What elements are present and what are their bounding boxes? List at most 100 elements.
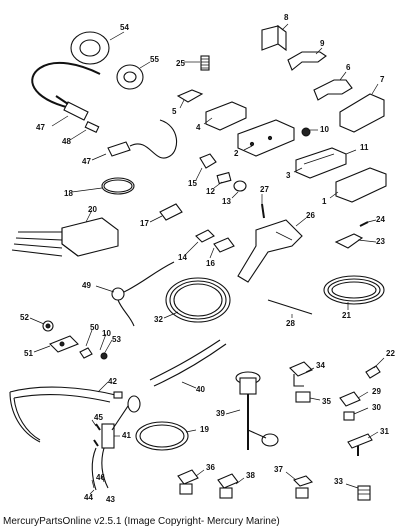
part-5-clip[interactable] xyxy=(176,89,204,103)
callout-47a: 47 xyxy=(36,123,45,132)
part-43-wire[interactable] xyxy=(91,447,97,491)
callout-45: 45 xyxy=(94,413,103,422)
callout-29: 29 xyxy=(372,387,381,396)
part-42-harness[interactable] xyxy=(9,386,123,443)
part-30-fitting[interactable] xyxy=(343,411,355,421)
callout-22: 22 xyxy=(386,349,395,358)
part-16-connector[interactable] xyxy=(213,237,235,253)
part-22-clip[interactable] xyxy=(365,365,381,379)
part-24-screw[interactable] xyxy=(359,221,369,227)
callout-32: 32 xyxy=(154,315,163,324)
part-53-nut[interactable] xyxy=(100,352,108,360)
part-12-plug[interactable] xyxy=(216,171,232,185)
callout-8: 8 xyxy=(284,13,289,22)
callout-6: 6 xyxy=(346,63,351,72)
callout-7: 7 xyxy=(380,75,385,84)
part-1-clamp[interactable] xyxy=(335,167,387,203)
callout-9: 9 xyxy=(320,39,325,48)
callout-31: 31 xyxy=(380,427,389,436)
part-3-clamp[interactable] xyxy=(295,147,347,179)
part-8-block[interactable] xyxy=(261,24,287,52)
part-6-bracket[interactable] xyxy=(313,79,353,101)
callout-34: 34 xyxy=(316,361,325,370)
callout-12: 12 xyxy=(206,187,215,196)
part-19-harness[interactable] xyxy=(135,421,189,451)
callout-24: 24 xyxy=(376,215,385,224)
part-26-transducer[interactable] xyxy=(237,219,303,283)
callout-20: 20 xyxy=(88,205,97,214)
part-40-harness[interactable] xyxy=(149,339,227,387)
callout-42: 42 xyxy=(108,377,117,386)
part-31-tee[interactable] xyxy=(347,433,373,456)
part-37-fitting[interactable] xyxy=(292,475,314,499)
part-15-plug[interactable] xyxy=(199,153,217,169)
leader-lines xyxy=(29,23,385,495)
callout-11: 11 xyxy=(360,143,369,152)
part-20-control-box[interactable] xyxy=(11,217,119,257)
part-36-elbow[interactable] xyxy=(177,469,199,495)
part-23-plate[interactable] xyxy=(334,233,364,249)
part-52-bushing[interactable] xyxy=(42,320,54,332)
part-45-screw[interactable] xyxy=(95,423,101,431)
callout-50: 50 xyxy=(90,323,99,332)
callout-3: 3 xyxy=(286,171,291,180)
part-46-screw[interactable] xyxy=(93,439,99,447)
callout-47b: 47 xyxy=(82,157,91,166)
callout-37: 37 xyxy=(274,465,283,474)
part-25-spring[interactable] xyxy=(200,55,210,71)
part-4-bracket[interactable] xyxy=(205,101,247,131)
part-14-connector[interactable] xyxy=(195,229,215,243)
part-2-clamp[interactable] xyxy=(237,119,295,157)
part-28-tie[interactable] xyxy=(267,299,313,315)
callout-17: 17 xyxy=(140,219,149,228)
callout-53: 53 xyxy=(112,335,121,344)
part-34-elbow[interactable] xyxy=(289,361,313,387)
part-33-fitting[interactable] xyxy=(357,485,371,501)
callout-52: 52 xyxy=(20,313,29,322)
part-49-sender[interactable] xyxy=(111,261,175,327)
callout-10: 10 xyxy=(320,125,329,134)
part-48-fuse[interactable] xyxy=(84,121,100,133)
part-47-harness-lower[interactable] xyxy=(107,119,178,159)
part-9-bracket[interactable] xyxy=(287,51,327,71)
callout-15: 15 xyxy=(188,179,197,188)
part-18-strap[interactable] xyxy=(101,177,135,195)
part-10-nut[interactable] xyxy=(301,127,311,137)
part-44-wire[interactable] xyxy=(101,447,109,489)
callout-4: 4 xyxy=(196,123,201,132)
callout-21: 21 xyxy=(342,311,351,320)
part-54-ring[interactable] xyxy=(70,31,110,65)
part-29-elbow[interactable] xyxy=(339,391,361,407)
part-13-plug[interactable] xyxy=(233,180,247,192)
part-38-elbow[interactable] xyxy=(217,473,239,499)
callout-40: 40 xyxy=(196,385,205,394)
callout-33: 33 xyxy=(334,477,343,486)
callout-labels: 54 55 25 8 9 6 7 5 4 2 3 1 10 11 47 48 4… xyxy=(20,13,395,504)
part-35-fitting[interactable] xyxy=(295,391,311,403)
part-39-sender[interactable] xyxy=(235,371,279,450)
callout-30: 30 xyxy=(372,403,381,412)
callout-46: 46 xyxy=(96,473,105,482)
callout-25: 25 xyxy=(176,59,185,68)
callout-35: 35 xyxy=(322,397,331,406)
callout-28: 28 xyxy=(286,319,295,328)
part-21-tube[interactable] xyxy=(323,275,385,305)
callout-18: 18 xyxy=(64,189,73,198)
callout-1: 1 xyxy=(322,197,327,206)
part-32-cable[interactable] xyxy=(165,277,231,323)
part-55-grommet[interactable] xyxy=(116,64,144,90)
callout-2: 2 xyxy=(234,149,239,158)
callout-39: 39 xyxy=(216,409,225,418)
part-17-sensor[interactable] xyxy=(159,203,183,221)
part-47-harness-upper[interactable] xyxy=(31,61,101,121)
part-27-screw[interactable] xyxy=(261,203,265,219)
callout-13: 13 xyxy=(222,197,231,206)
callout-16: 16 xyxy=(206,259,215,268)
part-51-plate[interactable] xyxy=(49,335,79,353)
part-41-sender[interactable] xyxy=(101,395,141,449)
copyright-footer: MercuryPartsOnline v2.5.1 (Image Copyrig… xyxy=(3,516,280,527)
part-50-fitting[interactable] xyxy=(79,347,93,359)
part-7-bracket[interactable] xyxy=(339,93,385,133)
